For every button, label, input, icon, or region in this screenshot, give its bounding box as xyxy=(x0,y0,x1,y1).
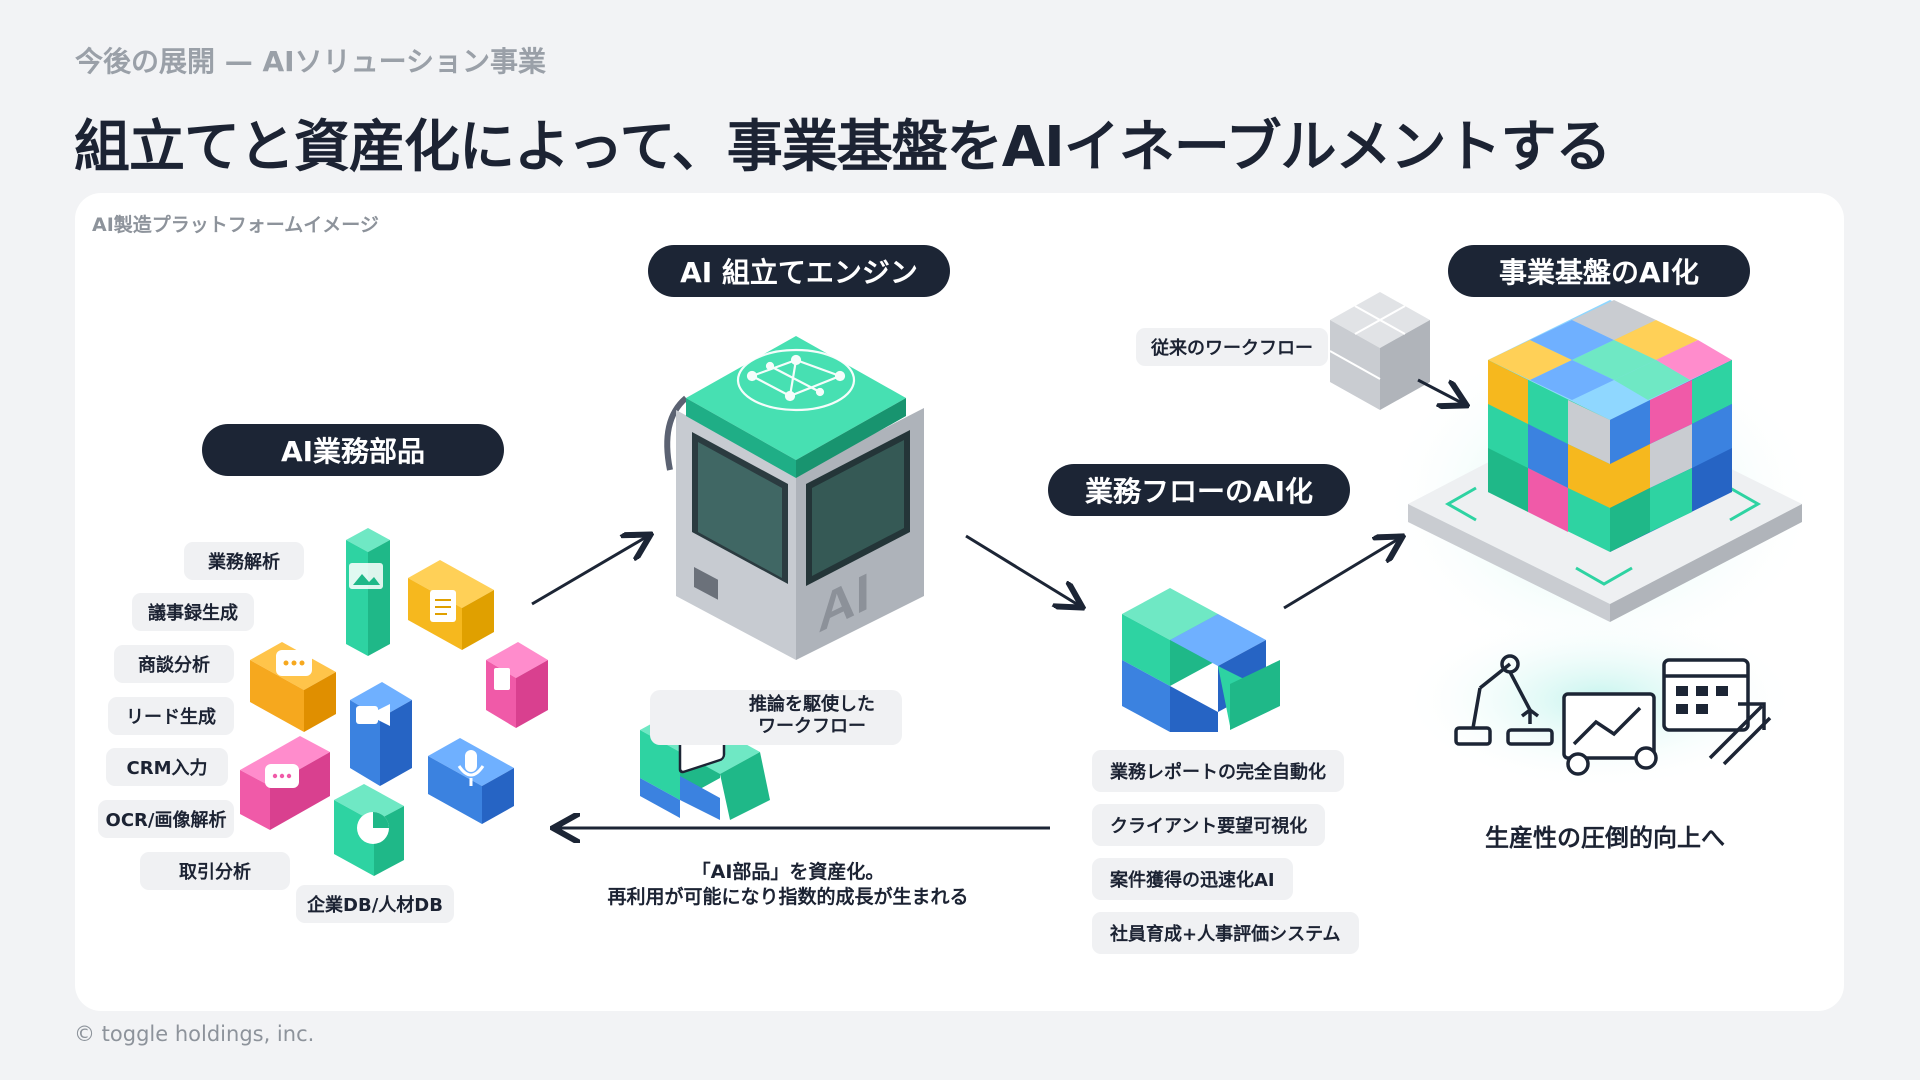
workflow-note: 推論を駆使した ワークフロー xyxy=(730,694,894,738)
legacy-workflow-blocks xyxy=(1329,292,1430,410)
asset-note-line1: 「AI部品」を資産化。 xyxy=(691,861,885,883)
tag-minutes-generation: 議事録生成 xyxy=(132,593,254,631)
tag-trade-analysis: 取引分析 xyxy=(140,852,290,890)
flow-item-hr-system: 社員育成+人事評価システム xyxy=(1092,912,1359,954)
image-icon xyxy=(349,563,383,589)
arrow-engine-to-flow xyxy=(965,534,1080,606)
ai-assembly-engine: AI xyxy=(664,336,924,660)
flow-arrows xyxy=(531,378,1464,828)
chat-icon xyxy=(265,764,299,788)
legacy-workflow-label: 従来のワークフロー xyxy=(1136,328,1328,366)
card-title: AI製造プラットフォームイメージ xyxy=(92,214,379,236)
pill-ai-engine: AI 組立てエンジン xyxy=(648,245,950,297)
flow-item-report-automation: 業務レポートの完全自動化 xyxy=(1092,750,1344,792)
video-icon xyxy=(356,704,390,726)
asset-note: 「AI部品」を資産化。 再利用が可能になり指数的成長が生まれる xyxy=(578,860,998,910)
flow-item-client-visualization: クライアント要望可視化 xyxy=(1092,804,1326,846)
teal-column-block xyxy=(346,528,390,656)
business-flow-cube xyxy=(1122,588,1280,732)
tag-company-db: 企業DB/人材DB xyxy=(296,885,454,923)
pink-chat-block xyxy=(240,736,330,830)
tag-crm-input: CRM入力 xyxy=(106,748,228,786)
document-icon xyxy=(494,668,510,690)
workflow-note-line1: 推論を駆使した xyxy=(749,694,875,715)
productivity-label: 生産性の圧倒的向上へ xyxy=(1485,824,1725,852)
flow-item-deal-acquisition: 案件獲得の迅速化AI xyxy=(1092,858,1293,900)
ai-rubik-cube xyxy=(1488,300,1732,552)
document-icon xyxy=(430,590,456,622)
orange-chat-block xyxy=(250,642,336,732)
asset-note-line2: 再利用が可能になり指数的成長が生まれる xyxy=(607,886,969,908)
footer-copyright: © toggle holdings, inc. xyxy=(74,1022,315,1046)
eyebrow-title: 今後の展開 — AIソリューション事業 xyxy=(75,45,547,78)
growth-arrow-icon xyxy=(1708,702,1772,766)
microphone-icon xyxy=(457,750,485,786)
robot-arm-icon xyxy=(1454,654,1554,746)
pill-ai-parts: AI業務部品 xyxy=(202,424,504,476)
tag-lead-generation: リード生成 xyxy=(108,697,234,735)
neural-network-icon xyxy=(736,348,856,412)
pill-business-foundation: 事業基盤のAI化 xyxy=(1448,245,1750,297)
pill-business-flow: 業務フローのAI化 xyxy=(1048,464,1350,516)
page-title: 組立てと資産化によって、事業基盤をAIイネーブルメントする xyxy=(74,115,1612,180)
ai-parts-cluster xyxy=(240,528,548,876)
workflow-note-box xyxy=(650,690,902,745)
line-chart-icon xyxy=(1562,692,1658,776)
calendar-icon xyxy=(1662,658,1750,732)
chat-icon xyxy=(276,650,312,676)
arrow-flow-to-foundation xyxy=(1283,538,1400,610)
arrow-parts-to-engine xyxy=(531,536,648,606)
arrow-legacy-to-foundation xyxy=(1417,378,1464,404)
tag-business-analysis: 業務解析 xyxy=(184,542,304,580)
workflow-note-line2: ワークフロー xyxy=(758,716,866,737)
pie-chart-icon xyxy=(357,812,389,844)
tag-ocr-image: OCR/画像解析 xyxy=(98,800,234,838)
blue-video-block xyxy=(350,682,412,786)
tag-negotiation-analysis: 商談分析 xyxy=(114,645,234,683)
